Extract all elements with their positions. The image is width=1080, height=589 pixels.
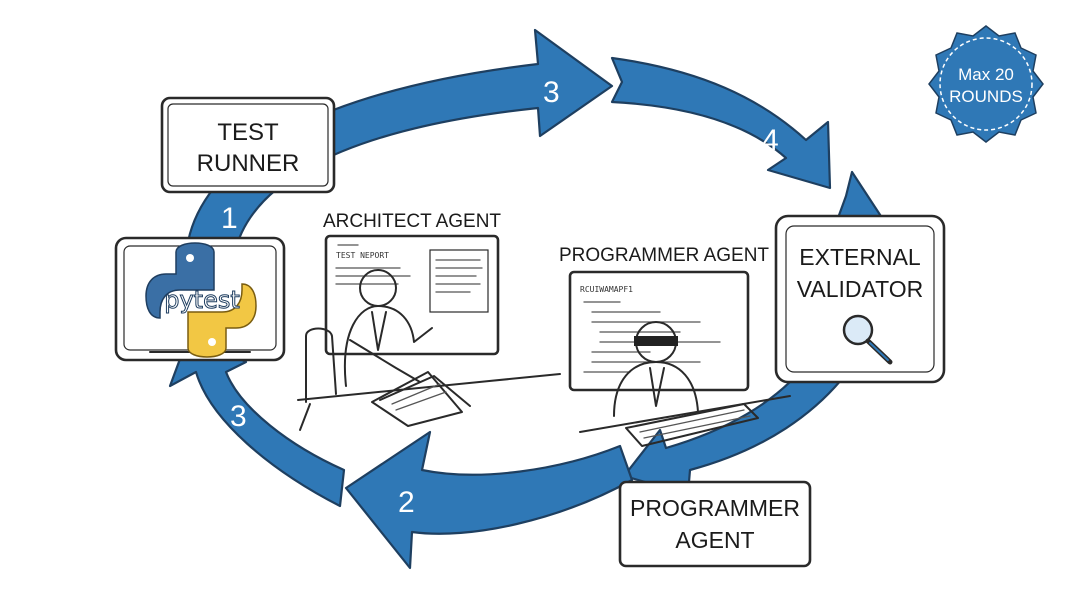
magnifier-icon — [842, 314, 893, 365]
step-number-2: 2 — [398, 486, 415, 519]
programmer-agent-box: PROGRAMMER AGENT — [618, 480, 812, 568]
test-runner-box: TEST RUNNER — [160, 96, 336, 194]
programmer-agent-label-line2: AGENT — [675, 527, 754, 553]
step-number-1: 1 — [221, 202, 238, 235]
arrow-bottom — [344, 430, 634, 570]
pytest-monitor: pytest — [114, 236, 286, 362]
python-logo-icon — [145, 242, 257, 358]
external-validator-label-line2: VALIDATOR — [797, 276, 924, 302]
badge-line1: Max 20 — [958, 65, 1014, 84]
architect-monitor — [324, 234, 500, 356]
programmer-agent-scene: PROGRAMMER AGENT RCUIWAMAPF1 — [559, 245, 791, 447]
max-rounds-badge: Max 20 ROUNDS — [928, 25, 1044, 143]
programmer-agent-label-line1: PROGRAMMER — [630, 495, 800, 521]
test-runner-label-line1: TEST — [217, 119, 279, 146]
external-validator-label-line1: EXTERNAL — [799, 244, 921, 270]
architect-agent-label: ARCHITECT AGENT — [323, 211, 501, 232]
test-runner-label-line2: RUNNER — [197, 150, 300, 177]
step-number-3-top: 3 — [543, 76, 560, 109]
architect-doc-title: TEST NEPORT — [336, 251, 389, 260]
programmer-agent-scene-label: PROGRAMMER AGENT — [559, 245, 769, 266]
architect-agent-scene: ARCHITECT AGENT TEST NEPORT — [297, 211, 561, 431]
badge-line2: ROUNDS — [949, 87, 1023, 106]
pytest-logo-text: pytest — [164, 286, 240, 314]
step-number-3-left: 3 — [230, 400, 247, 433]
programmer-code-title: RCUIWAMAPF1 — [580, 285, 633, 294]
arrow-top-right — [610, 56, 832, 190]
external-validator-box: EXTERNAL VALIDATOR — [774, 214, 946, 384]
step-number-4: 4 — [762, 124, 779, 157]
